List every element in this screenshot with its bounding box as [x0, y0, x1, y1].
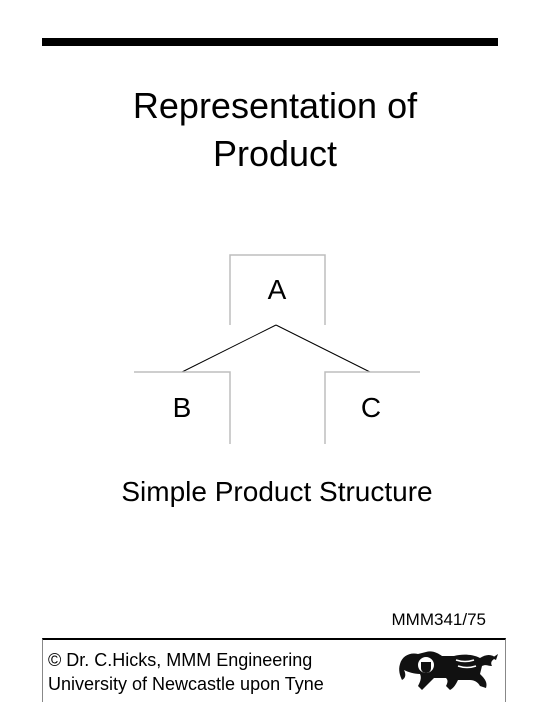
title-line-2: Product	[212, 133, 338, 174]
node-a	[229, 254, 326, 325]
title-line-1: Representation of	[132, 85, 418, 126]
diagram-caption: Simple Product Structure	[121, 476, 433, 507]
slide-title: Representation of Product	[0, 82, 540, 178]
node-c	[324, 371, 420, 444]
slide-reference: MMM341/75	[391, 610, 486, 629]
node-b	[134, 371, 231, 444]
footer-line-1: © Dr. C.Hicks, MMM Engineering	[48, 650, 313, 670]
node-b-label: B	[173, 392, 192, 423]
footer-frame	[42, 638, 506, 702]
footer-credit: © Dr. C.Hicks, MMM Engineering Universit…	[48, 648, 324, 696]
footer-line-2: University of Newcastle upon Tyne	[48, 674, 324, 694]
top-rule	[42, 38, 498, 46]
lion-crest-icon	[399, 651, 498, 690]
edge-a-c	[275, 324, 371, 373]
node-c-label: C	[361, 392, 381, 423]
edge-a-b	[181, 324, 277, 373]
node-a-label: A	[268, 274, 287, 305]
